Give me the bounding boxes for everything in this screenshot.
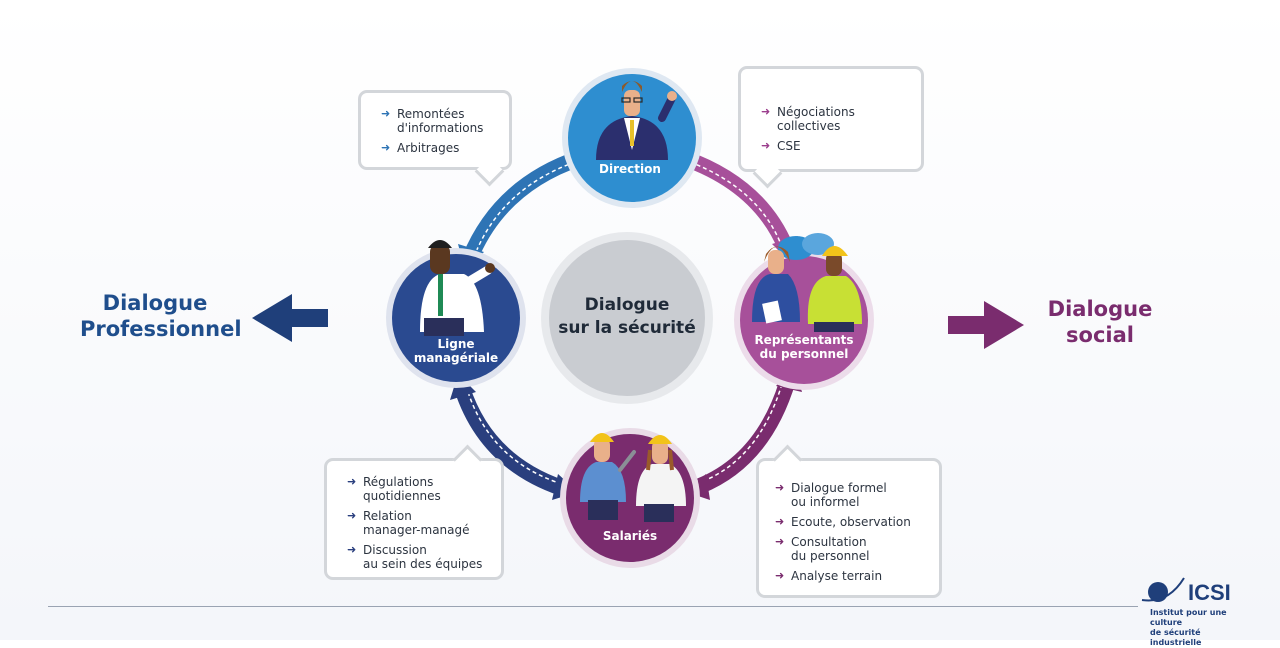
arrow-right-icon: ➜ [761, 139, 771, 152]
list-item: ➜Discussion au sein des équipes [347, 543, 483, 571]
arrow-right-icon: ➜ [347, 543, 357, 556]
bubble-top-right-list: ➜Négociations collectives ➜CSE [761, 105, 911, 153]
arrow-right-icon: ➜ [761, 105, 771, 118]
right-arrow-icon [948, 301, 1024, 349]
dialogue-professionnel-label: Dialogue Professionnel [80, 290, 242, 342]
list-item: ➜Consultation du personnel [775, 535, 870, 563]
list-item: ➜Relation manager-managé [347, 509, 470, 537]
node-ligne-manageriale: Ligne managériale [386, 240, 526, 388]
left-arrow-icon [252, 294, 328, 342]
right-label-line1: Dialogue [1047, 297, 1153, 321]
list-item: ➜Remontées d'informations [381, 107, 484, 135]
logo-tagline: Institut pour une culture de sécurité in… [1150, 608, 1250, 648]
list-item: ➜Analyse terrain [775, 569, 883, 583]
arrow-right-icon: ➜ [381, 141, 391, 154]
center-title-line2: sur la sécurité [558, 318, 695, 338]
bubble-top-right: ➜Négociations collectives ➜CSE [738, 66, 924, 189]
dialogue-social-label: Dialogue social [1035, 296, 1165, 348]
arrow-right-icon: ➜ [381, 107, 391, 120]
bubble-bottom-left: ➜Régulations quotidiennes ➜Relation mana… [324, 444, 504, 580]
representatives-figure-icon [752, 246, 862, 332]
center-circle: Dialogue sur la sécurité [541, 232, 713, 404]
left-label-line2: Professionnel [80, 317, 242, 341]
left-label-line1: Dialogue [102, 291, 208, 315]
arrow-right-icon: ➜ [347, 475, 357, 488]
list-item: ➜CSE [761, 139, 801, 153]
logo-name: ICSI [1188, 580, 1231, 605]
list-item: ➜Arbitrages [381, 141, 460, 155]
node-salaries: Salariés [560, 428, 700, 568]
arrow-right-icon: ➜ [775, 515, 785, 528]
arrow-right-icon: ➜ [775, 481, 785, 494]
ligne-label-line2: managériale [414, 351, 498, 365]
right-label-line2: social [1066, 323, 1134, 347]
list-item: ➜Négociations collectives [761, 105, 855, 133]
icsi-logo-icon [1141, 577, 1185, 602]
list-item: ➜Dialogue formel ou informel [775, 481, 887, 509]
salaries-label: Salariés [603, 529, 657, 543]
center-title-line1: Dialogue [585, 295, 670, 315]
director-figure-icon [596, 81, 677, 160]
node-direction: Direction [562, 68, 702, 208]
manager-figure-icon [420, 240, 495, 336]
direction-label: Direction [599, 162, 661, 176]
arrow-right-icon: ➜ [347, 509, 357, 522]
representants-label-line2: du personnel [760, 347, 849, 361]
representants-label-line1: Représentants [754, 333, 853, 347]
employees-figure-icon [580, 433, 686, 522]
ligne-label-line1: Ligne [437, 337, 474, 351]
bubble-top-left-list: ➜Remontées d'informations ➜Arbitrages [381, 107, 499, 155]
bubble-bottom-right-list: ➜Dialogue formel ou informel ➜Ecoute, ob… [775, 481, 931, 583]
logo-tagline-line2: de sécurité industrielle [1150, 628, 1202, 647]
arrow-right-icon: ➜ [775, 569, 785, 582]
list-item: ➜Régulations quotidiennes [347, 475, 441, 503]
arrow-right-icon: ➜ [775, 535, 785, 548]
list-item: ➜Ecoute, observation [775, 515, 911, 529]
logo-tagline-line1: Institut pour une culture [1150, 608, 1227, 627]
footer-divider [48, 606, 1138, 607]
bubble-bottom-right: ➜Dialogue formel ou informel ➜Ecoute, ob… [756, 444, 942, 598]
node-representants: Représentants du personnel [734, 233, 874, 390]
bubble-top-left: ➜Remontées d'informations ➜Arbitrages [358, 90, 512, 187]
bubble-bottom-left-list: ➜Régulations quotidiennes ➜Relation mana… [347, 475, 493, 571]
